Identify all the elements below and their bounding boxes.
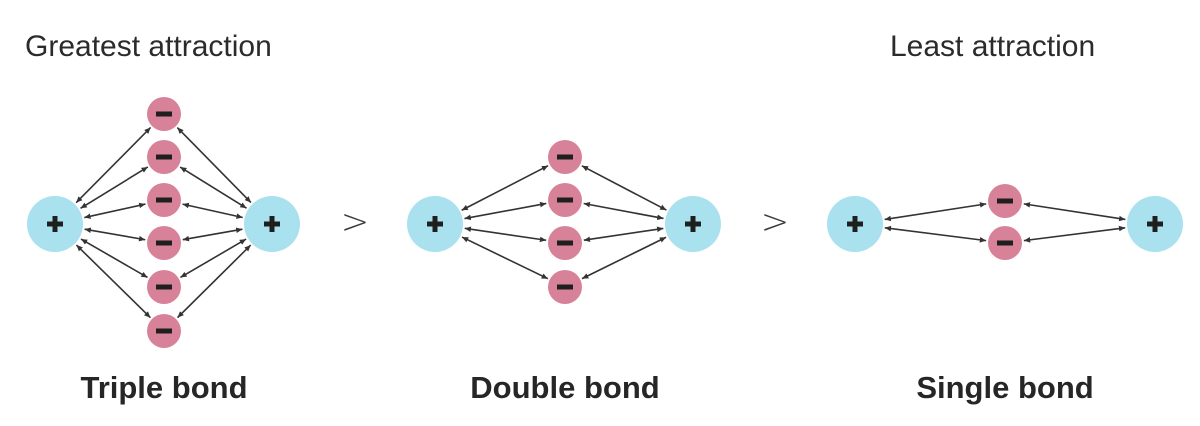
minus-sign-icon (156, 328, 172, 334)
triple-bond-label: Triple bond (80, 370, 248, 405)
plus-sign-icon (1147, 216, 1163, 232)
minus-sign-icon (156, 197, 172, 203)
triple-arrow-left-2 (80, 166, 149, 209)
plus-sign-icon (47, 216, 63, 232)
minus-sign-icon (156, 111, 172, 117)
double-electron-1 (548, 140, 582, 174)
triple-arrow-left-6 (75, 244, 152, 319)
triple-arrow-left-1 (75, 126, 152, 204)
triple-electron-4 (147, 226, 181, 260)
triple-nucleus-left (27, 196, 83, 252)
minus-sign-icon (156, 284, 172, 290)
double-arrow-right-1 (581, 165, 667, 211)
triple-arrow-right-5 (180, 238, 247, 279)
single-arrow-left-1 (884, 202, 987, 222)
greater-than-sign-1: > (340, 202, 370, 242)
double-arrow-right-2 (583, 201, 664, 221)
triple-electron-2 (147, 140, 181, 174)
double-electron-3 (548, 226, 582, 260)
minus-sign-icon (557, 154, 573, 160)
double-electron-2 (548, 183, 582, 217)
plus-sign-icon (264, 216, 280, 232)
triple-arrow-right-2 (179, 166, 247, 209)
triple-arrow-right-4 (182, 227, 243, 242)
double-electron-4 (548, 270, 582, 304)
triple-electron-3 (147, 183, 181, 217)
single-arrow-right-2 (1023, 225, 1126, 243)
triple-arrow-right-1 (176, 126, 252, 204)
single-electron-2 (988, 226, 1022, 260)
plus-sign-icon (685, 216, 701, 232)
triple-arrow-left-4 (84, 227, 146, 242)
triple-nucleus-right (244, 196, 300, 252)
single-electron-1 (988, 184, 1022, 218)
double-bond-label: Double bond (470, 370, 660, 405)
double-nucleus-right (665, 196, 721, 252)
double-arrow-right-4 (581, 236, 667, 280)
single-nucleus-left (827, 196, 883, 252)
double-arrow-right-3 (583, 226, 664, 243)
minus-sign-icon (557, 197, 573, 203)
minus-sign-icon (997, 198, 1013, 204)
greatest-attraction-heading: Greatest attraction (25, 30, 272, 63)
greater-than-sign-2: > (760, 202, 790, 242)
double-arrow-left-4 (461, 236, 549, 280)
minus-sign-icon (156, 154, 172, 160)
triple-arrow-left-3 (84, 202, 146, 219)
triple-electron-6 (147, 314, 181, 348)
minus-sign-icon (557, 284, 573, 290)
single-nucleus-right (1127, 196, 1183, 252)
minus-sign-icon (557, 240, 573, 246)
single-arrow-left-2 (884, 225, 987, 243)
double-nucleus-left (407, 196, 463, 252)
least-attraction-heading: Least attraction (890, 30, 1096, 63)
double-arrow-left-3 (464, 226, 547, 243)
minus-sign-icon (997, 240, 1013, 246)
plus-sign-icon (427, 216, 443, 232)
double-arrow-left-1 (461, 164, 549, 211)
single-arrow-right-1 (1023, 202, 1126, 222)
minus-sign-icon (156, 240, 172, 246)
triple-electron-5 (147, 270, 181, 304)
triple-arrow-right-3 (182, 202, 243, 219)
triple-electron-1 (147, 97, 181, 131)
single-bond-label: Single bond (916, 370, 1094, 405)
triple-arrow-right-6 (176, 244, 252, 319)
plus-sign-icon (847, 216, 863, 232)
double-arrow-left-2 (464, 201, 547, 221)
